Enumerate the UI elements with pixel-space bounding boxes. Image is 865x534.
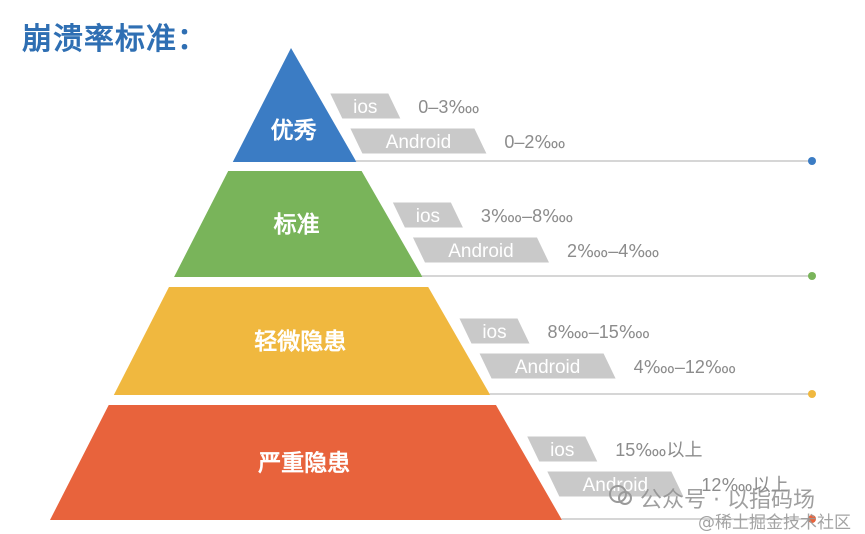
tier-shape-bottom	[50, 405, 562, 520]
rate-value-ios: 15‱以上	[615, 440, 702, 460]
rate-platform-android: Android	[515, 357, 581, 378]
rate-value-android: 2‱–4‱	[567, 241, 660, 261]
rate-platform-ios: ios	[550, 440, 574, 461]
rate-value-android: 0–2‱	[504, 132, 565, 152]
tier-shape-second	[174, 171, 423, 277]
rate-tag-android	[350, 128, 487, 154]
tier-dot-third	[808, 390, 816, 398]
tier-label-second: 标准	[274, 212, 320, 238]
rate-platform-android: Android	[448, 241, 514, 262]
rate-platform-ios: ios	[482, 322, 506, 343]
rate-tag-ios	[392, 202, 463, 228]
rate-value-ios: 0–3‱	[418, 97, 479, 117]
rate-tag-ios	[527, 436, 598, 462]
watermark-account: 公众号 · 以指码场	[640, 488, 815, 513]
rate-platform-android: Android	[386, 132, 452, 153]
rate-value-ios: 3‱–8‱	[481, 206, 574, 226]
tier-dot-bottom	[808, 515, 816, 523]
tier-label-bottom: 严重隐患	[258, 450, 350, 477]
rate-platform-ios: ios	[416, 206, 440, 227]
rate-value-android: 12‱以上	[701, 475, 788, 495]
tier-label-top: 优秀	[271, 118, 317, 144]
rate-tag-android	[412, 237, 549, 263]
wechat-logo-icon	[609, 485, 632, 505]
rate-value-ios: 8‱–15‱	[547, 322, 650, 342]
watermark-site: @稀土掘金技术社区	[698, 513, 851, 533]
rate-tag-android	[479, 353, 616, 379]
tier-shape-top	[232, 48, 357, 162]
tier-dot-second	[808, 272, 816, 280]
page-title: 崩溃率标准：	[22, 22, 208, 57]
rate-tag-android	[547, 471, 684, 497]
rate-platform-ios: ios	[353, 97, 377, 118]
rate-tag-ios	[330, 93, 401, 119]
rate-tag-ios	[459, 318, 530, 344]
tier-label-third: 轻微隐患	[254, 328, 346, 355]
tier-shape-third	[113, 287, 491, 395]
rate-value-android: 4‱–12‱	[634, 357, 737, 377]
tier-dot-top	[808, 157, 816, 165]
